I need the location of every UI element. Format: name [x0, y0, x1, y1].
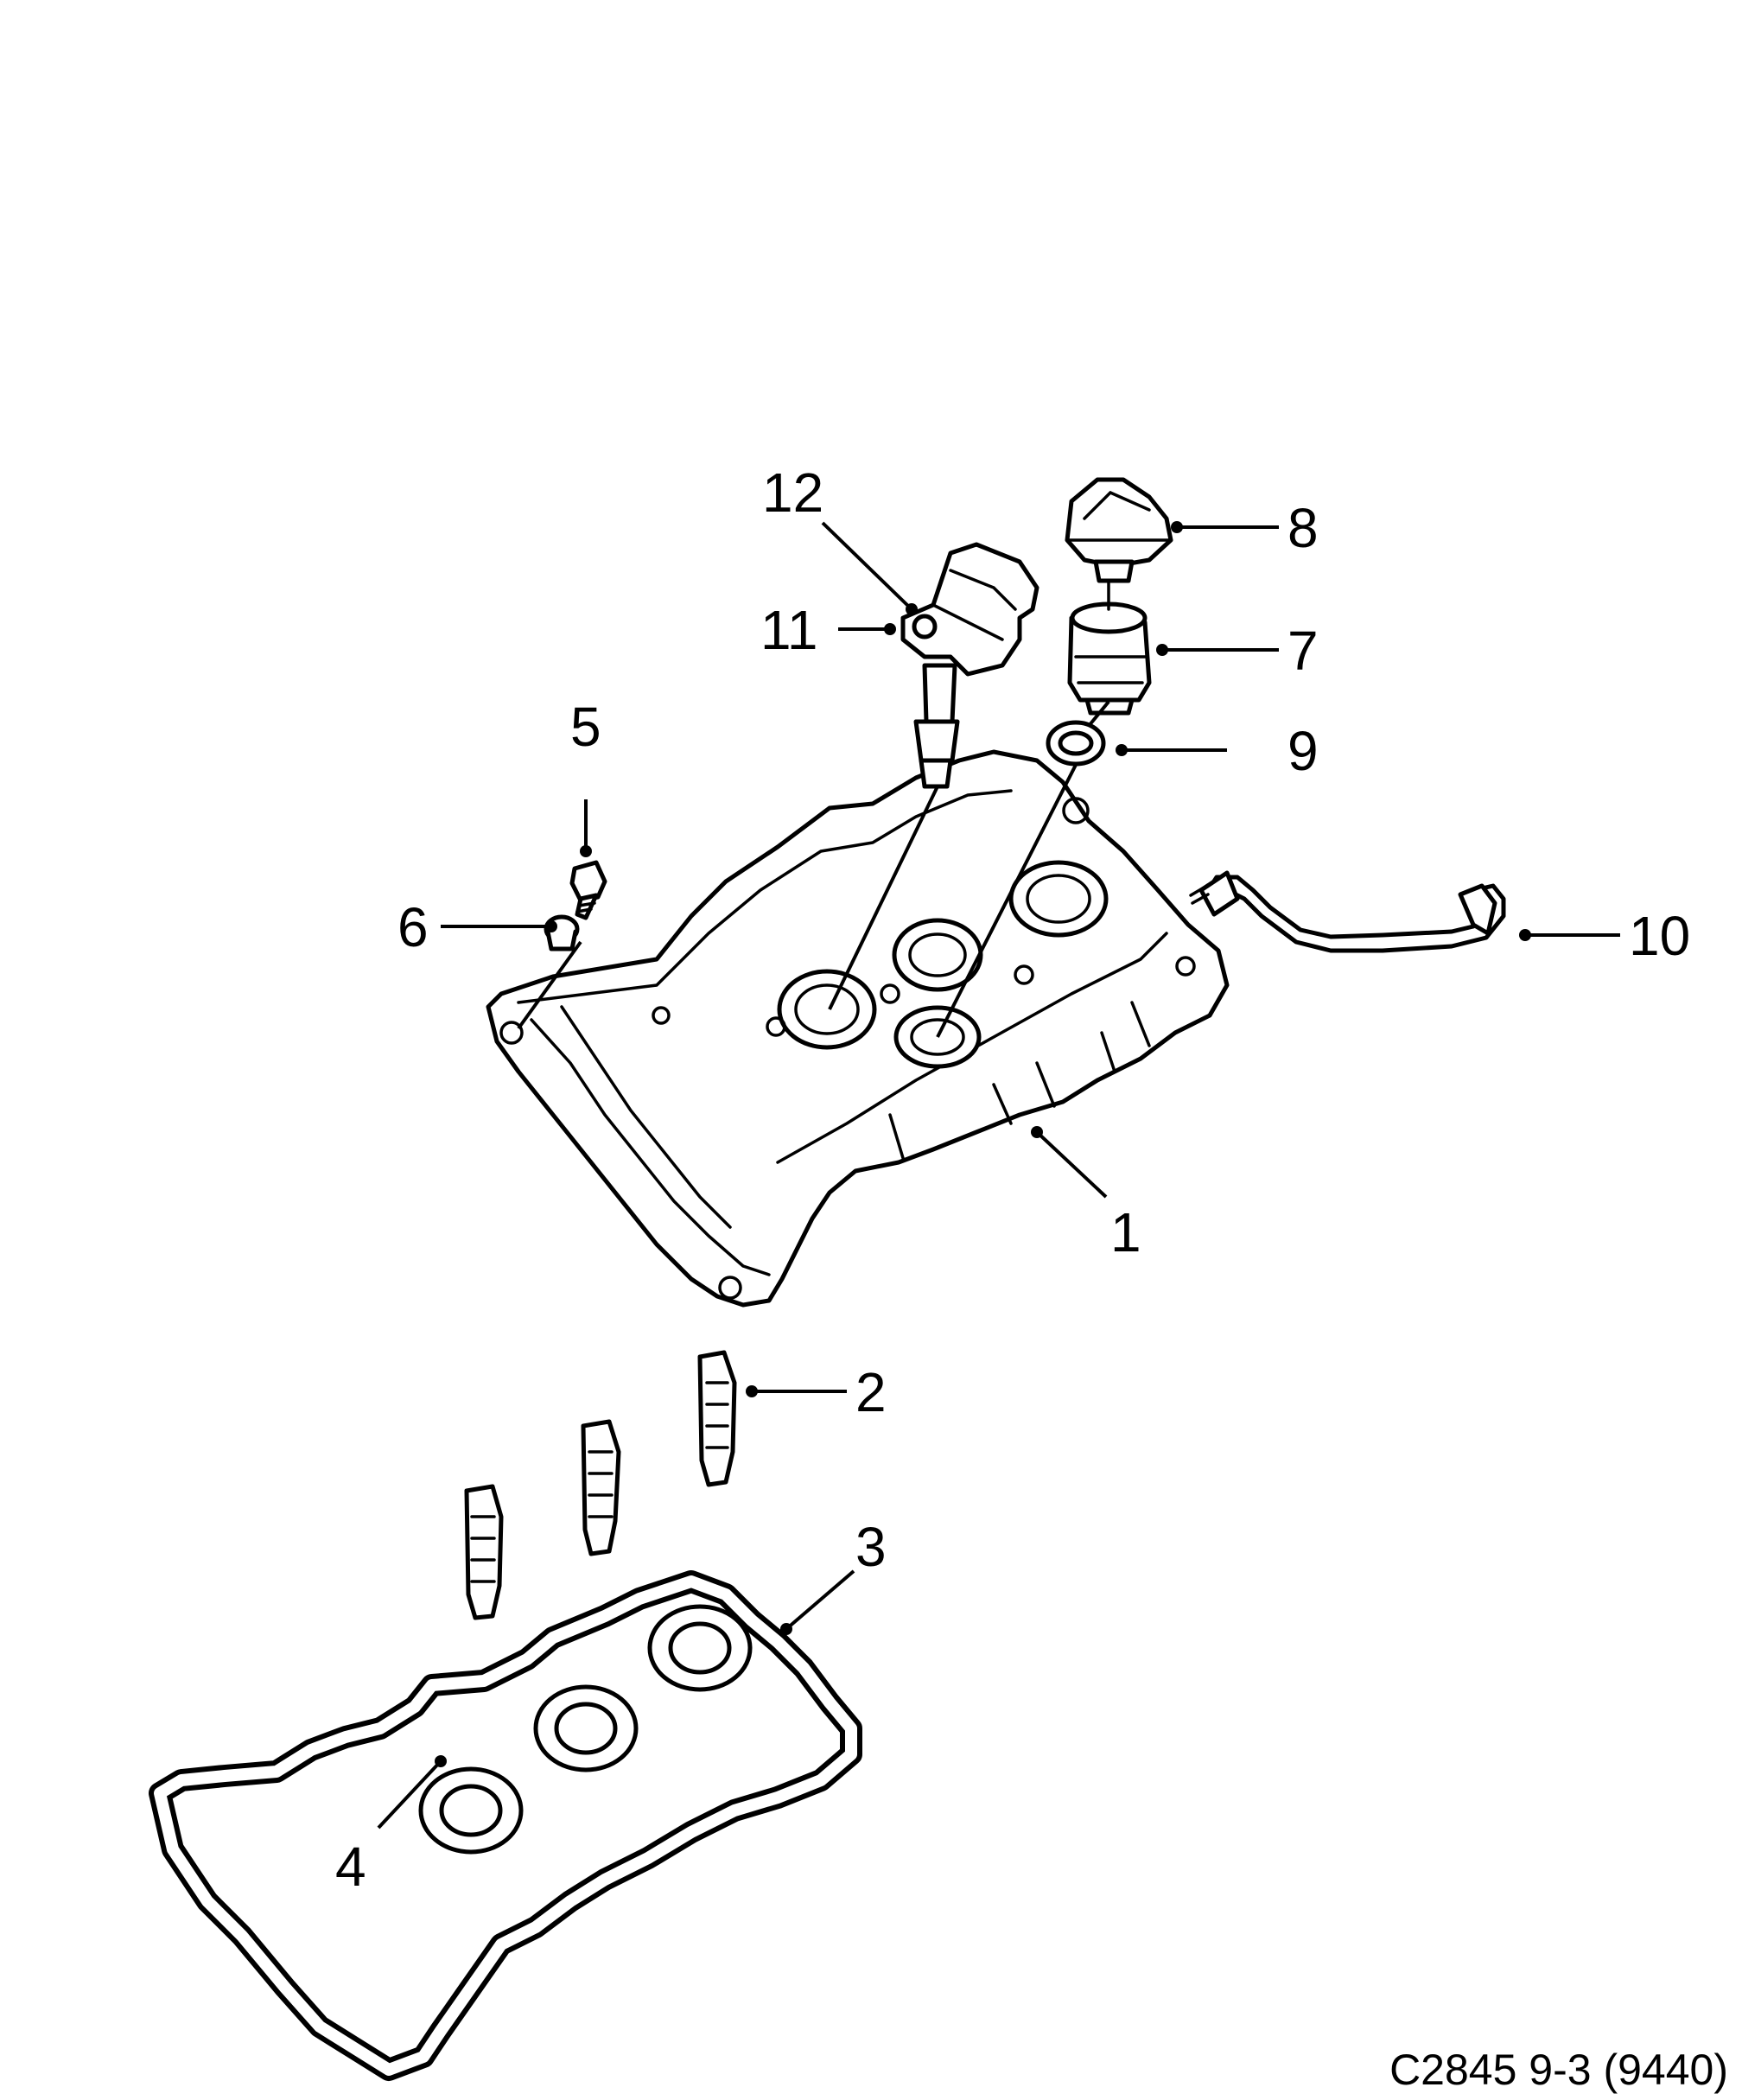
- leader-lines: [377, 521, 1620, 1830]
- o-ring: [1046, 720, 1106, 767]
- bolt: [569, 860, 607, 920]
- callout-6: 6: [397, 896, 429, 958]
- callout-2: 2: [855, 1361, 887, 1423]
- callout-4: 4: [335, 1836, 366, 1898]
- oil-filler-cap: [1065, 477, 1173, 611]
- baffle-plates: [464, 1350, 737, 1620]
- callout-1: 1: [1110, 1201, 1141, 1263]
- callout-3: 3: [855, 1516, 887, 1578]
- valve-cover-gasket: [149, 1570, 862, 2081]
- callout-8: 8: [1287, 497, 1319, 559]
- callout-7: 7: [1287, 620, 1319, 682]
- callout-5: 5: [570, 696, 601, 758]
- breather-hose: [1189, 870, 1506, 953]
- spark-plug-seals: [418, 1604, 753, 1855]
- callout-9: 9: [1287, 720, 1319, 782]
- callout-12: 12: [762, 461, 823, 524]
- ignition-coil: [900, 542, 1039, 789]
- figure-caption: C2845 9-3 (9440): [1389, 2046, 1728, 2094]
- filler-neck: [1067, 601, 1152, 716]
- leader-dots: [435, 521, 1531, 1767]
- callout-11: 11: [760, 599, 817, 661]
- callout-10: 10: [1629, 905, 1690, 967]
